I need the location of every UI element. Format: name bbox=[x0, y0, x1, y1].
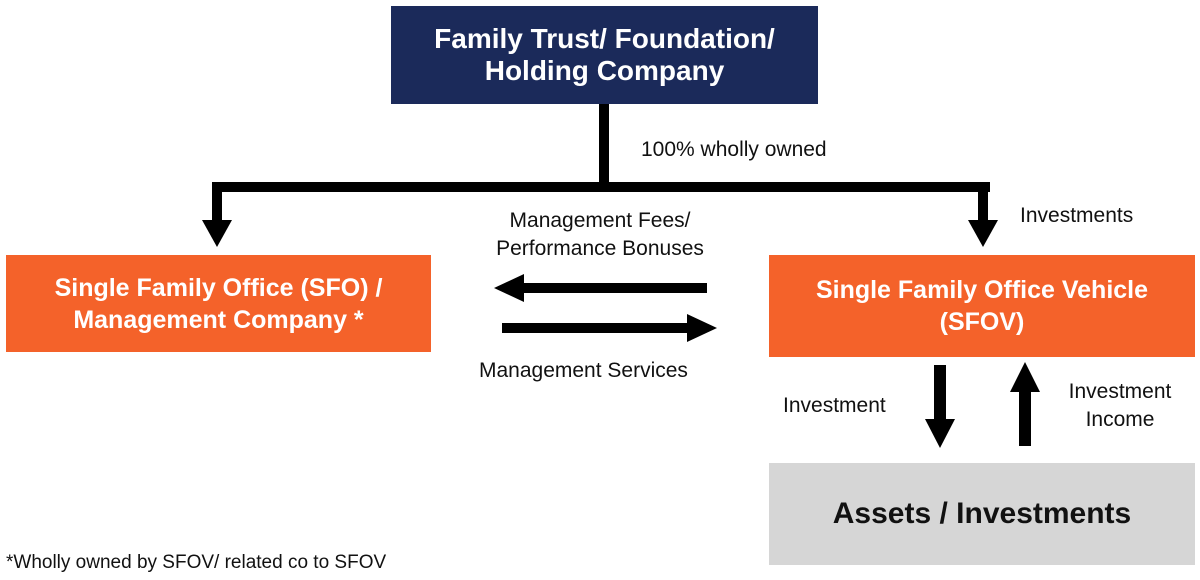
assets-label: Assets / Investments bbox=[832, 497, 1132, 530]
ownership-left-drop-line bbox=[212, 182, 222, 224]
fees-label-line-1: Management Fees/ bbox=[509, 209, 691, 232]
sfo-label-line-2: Management Company * bbox=[73, 305, 364, 334]
services-arrow-shaft bbox=[502, 323, 691, 333]
ownership-right-drop-line bbox=[978, 182, 988, 224]
income-up-arrowhead bbox=[1010, 362, 1040, 392]
investment-down-arrowhead bbox=[925, 419, 955, 448]
family-trust-label-line-1: Family Trust/ Foundation/ bbox=[434, 23, 775, 54]
income-label-line-2: Income bbox=[1085, 408, 1155, 431]
services-edge-label: Management Services bbox=[479, 359, 688, 382]
ownership-edge-label: 100% wholly owned bbox=[641, 138, 827, 161]
sfov-label-line-1: Single Family Office Vehicle bbox=[815, 276, 1149, 304]
family-trust-label-line-2: Holding Company bbox=[484, 55, 725, 86]
family-trust-box: Family Trust/ Foundation/ Holding Compan… bbox=[391, 6, 818, 104]
assets-investments-box: Assets / Investments bbox=[769, 463, 1195, 565]
fees-edge-label: Management Fees/ Performance Bonuses bbox=[480, 207, 720, 263]
investments-edge-label: Investments bbox=[1020, 204, 1134, 227]
ownership-trunk-line bbox=[599, 104, 609, 186]
fees-arrow-shaft bbox=[520, 283, 707, 293]
income-up-edge-label: Investment Income bbox=[1058, 378, 1182, 434]
income-up-shaft bbox=[1019, 388, 1031, 446]
ownership-right-arrowhead bbox=[968, 220, 998, 247]
ownership-horizontal-line bbox=[212, 182, 990, 192]
footnote: *Wholly owned by SFOV/ related co to SFO… bbox=[6, 552, 387, 573]
investment-down-shaft bbox=[934, 365, 946, 423]
investment-down-edge-label: Investment bbox=[783, 394, 886, 417]
sfo-label-line-1: Single Family Office (SFO) / bbox=[54, 273, 383, 302]
sfov-box: Single Family Office Vehicle (SFOV) bbox=[769, 255, 1195, 357]
fees-arrowhead bbox=[494, 274, 524, 302]
income-label-line-1: Investment bbox=[1068, 380, 1172, 403]
ownership-left-arrowhead bbox=[202, 220, 232, 247]
services-arrowhead bbox=[687, 314, 717, 342]
fees-label-line-2: Performance Bonuses bbox=[496, 237, 704, 260]
sfo-management-company-box: Single Family Office (SFO) / Management … bbox=[6, 255, 431, 352]
sfov-label-line-2: (SFOV) bbox=[939, 308, 1025, 336]
